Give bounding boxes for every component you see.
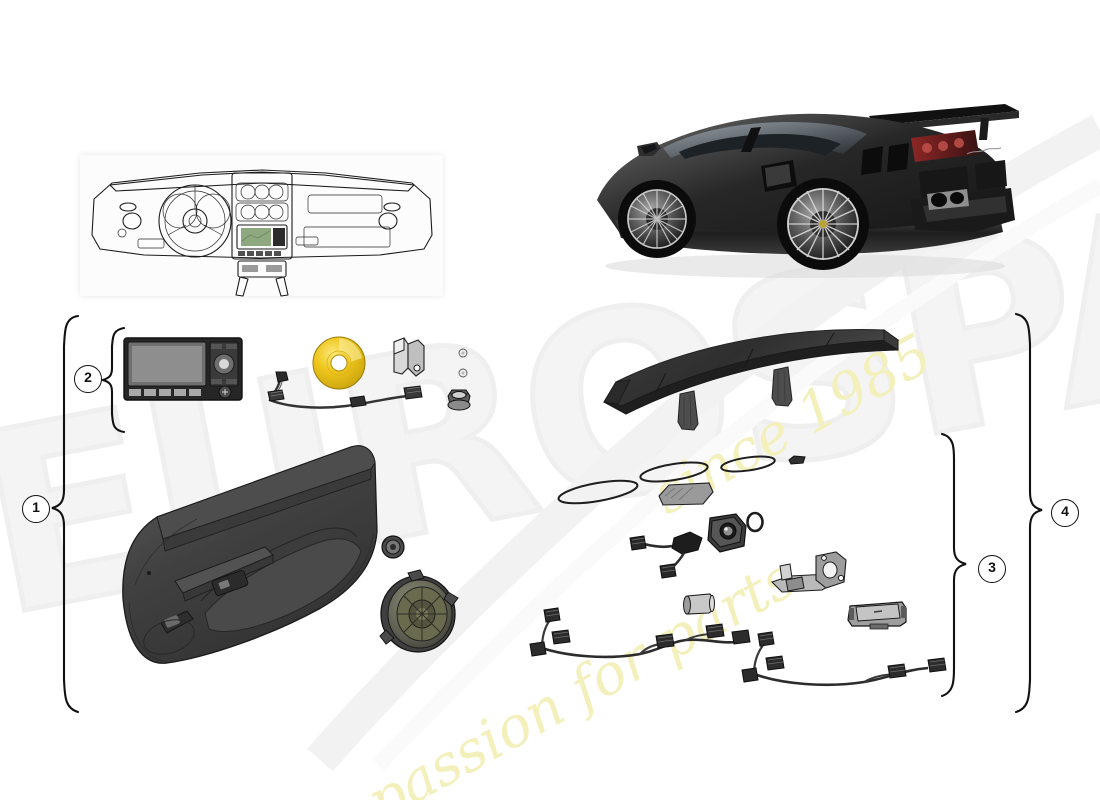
bracket-group-3 xyxy=(940,432,967,698)
trim-plate-part xyxy=(658,482,714,506)
callout-1[interactable]: 1 xyxy=(22,495,50,523)
callout-4[interactable]: 4 xyxy=(1051,499,1079,527)
dashboard-illustration xyxy=(91,169,433,297)
callout-3[interactable]: 3 xyxy=(978,555,1006,583)
bracket-group-2 xyxy=(99,326,126,434)
seal-ring-set-part xyxy=(557,455,776,533)
vehicle-illustration xyxy=(597,104,1019,278)
antenna-base-part xyxy=(447,389,471,411)
rear-view-camera-part xyxy=(629,513,747,579)
mounting-bracket-part xyxy=(393,337,425,377)
bracket-group-1 xyxy=(51,314,80,714)
dashboard-figure-panel xyxy=(80,155,443,297)
bracket-group-4 xyxy=(1014,312,1043,714)
screw-set-part xyxy=(458,348,468,378)
callout-2[interactable]: 2 xyxy=(74,365,102,393)
camera-mounting-bracket-part xyxy=(770,551,847,593)
wiring-harness-right-part xyxy=(741,631,947,687)
door-speaker-part xyxy=(379,569,459,653)
tweeter-part xyxy=(381,535,405,559)
bushing-sleeve-part xyxy=(683,593,715,615)
door-trim-panel-part xyxy=(122,445,378,664)
rear-wing-part xyxy=(603,329,900,431)
retaining-clip-part xyxy=(788,455,806,465)
nav-head-unit-part xyxy=(123,337,243,401)
map-dvd-disc-part xyxy=(312,336,366,390)
antenna-harness-part xyxy=(267,371,423,409)
control-module-part xyxy=(847,601,907,630)
wiring-harness-left-part xyxy=(529,607,751,659)
